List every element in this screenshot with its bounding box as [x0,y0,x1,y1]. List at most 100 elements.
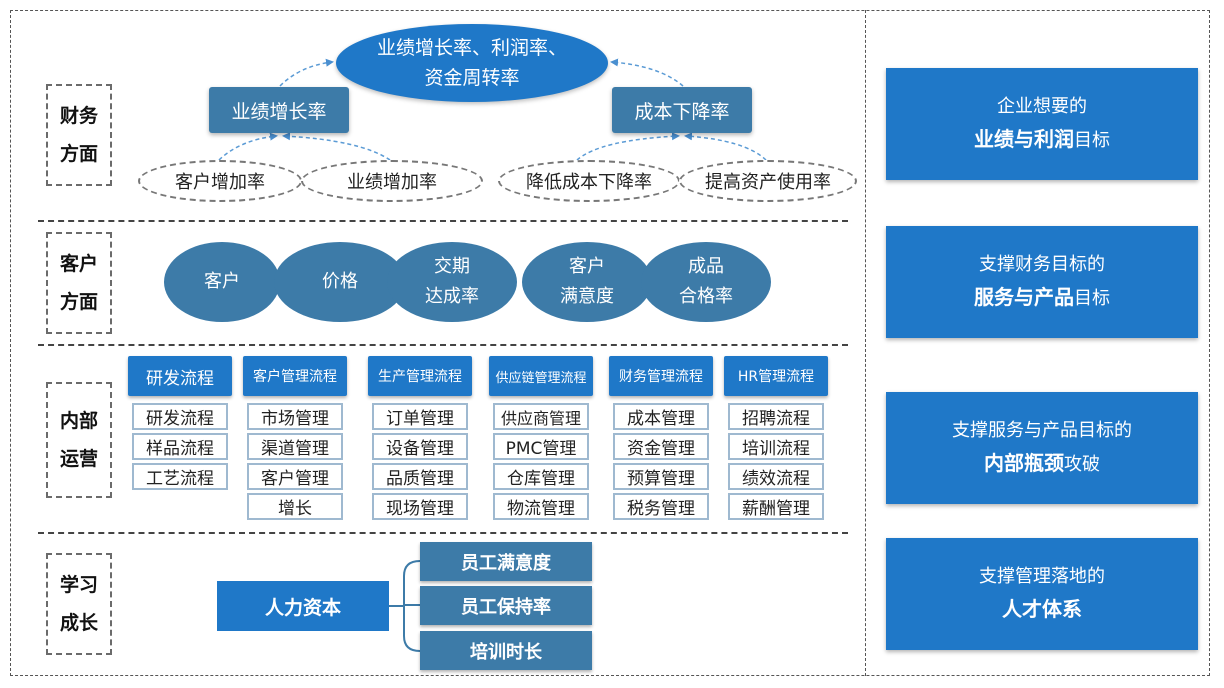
goal-summary-suffix: 目标 [1074,130,1110,151]
process-item: 资金管理 [613,433,709,460]
goal-summary-line: 支撑财务目标的 [979,254,1105,275]
process-group-title: 客户管理流程 [253,369,337,385]
process-group-header: 客户管理流程 [243,356,347,396]
process-item: PMC管理 [493,433,589,460]
process-item: 样品流程 [132,433,228,460]
process-item: 仓库管理 [493,463,589,490]
driver-ellipse: 提高资产使用率 [679,160,857,202]
driver-ellipse: 业绩增加率 [301,160,483,202]
learning-item: 培训时长 [420,631,592,670]
process-group-header: 供应链管理流程 [489,356,593,396]
cost-reduction-label: 成本下降率 [634,100,730,123]
process-item-label: 订单管理 [386,409,454,429]
process-item-label: 成本管理 [627,409,695,429]
process-item-label: 预算管理 [627,469,695,489]
process-group-title: HR管理流程 [737,369,815,385]
diagram-frame [10,10,1210,676]
goal-summary-suffix: 目标 [1074,288,1110,309]
category-learning: 学习 成长 [46,553,112,655]
driver-label: 业绩增加率 [347,172,437,193]
process-item-label: 培训流程 [742,439,810,459]
learning-item-label: 员工保持率 [461,596,551,618]
process-item-label: 增长 [278,499,312,519]
process-item: 市场管理 [247,403,343,430]
customer-label: 成品 [688,256,724,277]
process-group-header: 研发流程 [128,356,232,396]
arrow-connector [576,132,680,161]
goal-summary-box: 支撑管理落地的 人才体系 [886,538,1198,650]
category-internal: 内部 运营 [46,382,112,498]
process-item-label: 研发流程 [146,409,214,429]
process-group-header: 财务管理流程 [609,356,713,396]
process-item: 设备管理 [372,433,468,460]
customer-label: 合格率 [679,286,733,307]
process-item: 研发流程 [132,403,228,430]
arrow-connector [610,58,684,87]
process-item-label: 薪酬管理 [742,499,810,519]
goal-summary-line: 企业想要的 [997,96,1087,117]
process-item: 订单管理 [372,403,468,430]
process-item: 薪酬管理 [728,493,824,520]
category-label: 客户 [59,253,98,275]
process-item-label: 物流管理 [507,499,575,519]
process-item: 绩效流程 [728,463,824,490]
driver-ellipse: 降低成本下降率 [498,160,680,202]
goal-summary-emphasis-line: 内部瓶颈攻破 [984,447,1100,481]
process-item-label: 渠道管理 [261,439,329,459]
customer-ellipse: 客户 [164,242,280,322]
human-capital-box: 人力资本 [217,581,389,631]
goal-summary-emphasis-line: 业绩与利润目标 [974,123,1110,157]
goal-summary-box: 企业想要的 业绩与利润目标 [886,68,1198,180]
financial-goal-line: 业绩增长率、利润率、 [376,37,567,59]
customer-label: 交期 [434,256,470,277]
customer-label: 满意度 [560,286,614,307]
driver-label: 降低成本下降率 [526,172,652,193]
goal-summary-bold: 人才体系 [1002,597,1082,621]
process-item: 供应商管理 [493,403,589,430]
financial-goal-line: 资金周转率 [424,67,520,89]
process-item: 物流管理 [493,493,589,520]
process-item: 客户管理 [247,463,343,490]
customer-label: 客户 [569,256,605,277]
process-item-label: 现场管理 [386,499,454,519]
process-item: 税务管理 [613,493,709,520]
process-item: 培训流程 [728,433,824,460]
process-item-label: 客户管理 [261,469,329,489]
process-item: 工艺流程 [132,463,228,490]
customer-ellipse: 成品 合格率 [641,242,771,322]
human-capital-label: 人力资本 [264,596,341,619]
goal-summary-line: 支撑服务与产品目标的 [952,420,1132,441]
driver-ellipse: 客户增加率 [138,160,302,202]
learning-item-label: 培训时长 [470,641,542,663]
goal-summary-box: 支撑服务与产品目标的 内部瓶颈攻破 [886,392,1198,504]
process-item-label: 市场管理 [261,409,329,429]
category-label: 内部 [59,410,98,432]
category-label: 方面 [59,143,98,165]
process-item: 品质管理 [372,463,468,490]
category-label: 财务 [59,105,98,127]
customer-ellipse: 交期 达成率 [387,242,517,322]
category-label: 运营 [59,448,98,470]
customer-label: 价格 [322,271,358,292]
goal-summary-suffix: 攻破 [1064,454,1100,475]
section-separator [38,220,848,222]
process-group-title: 生产管理流程 [378,369,462,385]
arrow-connector [282,132,391,161]
category-customer: 客户 方面 [46,232,112,334]
process-item: 增长 [247,493,343,520]
learning-item-label: 员工满意度 [461,552,551,574]
goal-summary-emphasis-line: 服务与产品目标 [974,281,1110,315]
customer-ellipse: 价格 [274,242,406,322]
process-group-header: HR管理流程 [724,356,828,396]
goal-summary-box: 支撑财务目标的 服务与产品目标 [886,226,1198,338]
process-item-label: 品质管理 [386,469,454,489]
customer-label: 客户 [204,271,240,292]
category-label: 学习 [59,574,98,596]
panel-divider [865,10,866,676]
category-financial: 财务 方面 [46,84,112,186]
process-item: 渠道管理 [247,433,343,460]
learning-item: 员工满意度 [420,542,592,581]
driver-label: 提高资产使用率 [705,172,831,193]
section-separator [38,344,848,346]
